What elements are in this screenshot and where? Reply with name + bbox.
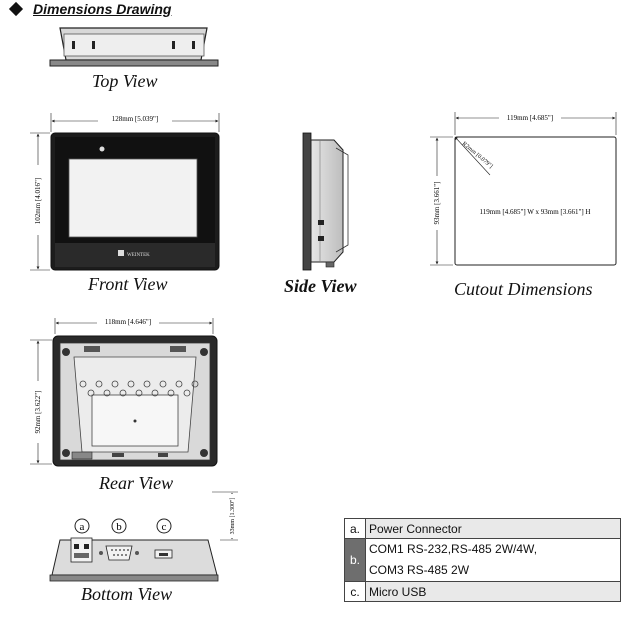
- cutout-center-label: 119mm [4.685"] W x 93mm [3.661"] H: [480, 208, 591, 216]
- cutout-width-dimension: 119mm [4.685"]: [454, 112, 617, 135]
- bottom-view-drawing: [49, 537, 219, 582]
- bottom-view-caption: Bottom View: [81, 584, 173, 604]
- marker-c: c: [162, 521, 167, 533]
- legend-line: COM1 RS-232,RS-485 2W/4W,: [369, 542, 538, 556]
- cutout-drawing: R2mm [0.079"] 119mm [4.685"] W x 93mm [3…: [454, 136, 617, 266]
- marker-b: b: [116, 521, 122, 533]
- rear-width-dimension: 118mm [4.646"]: [54, 316, 214, 334]
- top-view-caption: Top View: [92, 71, 158, 91]
- rear-view-drawing: [52, 335, 218, 467]
- front-width-dimension: 128mm [5.039"]: [50, 113, 220, 132]
- page-title: Dimensions Drawing: [33, 1, 172, 17]
- port-legend-table: a. Power Connector b. COM1 RS-232,RS-485…: [344, 518, 621, 602]
- bottom-depth-label: 33mm [1.300"]: [230, 498, 236, 535]
- legend-key: b.: [344, 538, 366, 582]
- cutout-caption: Cutout Dimensions: [454, 279, 593, 299]
- front-view-caption: Front View: [88, 274, 168, 294]
- legend-value: Power Connector: [365, 518, 621, 539]
- front-height-dimension: 102mm [4.016"]: [30, 132, 50, 271]
- front-logo-text: WEINTEK: [127, 253, 150, 258]
- front-view-drawing: WEINTEK: [50, 132, 220, 271]
- rear-height-label: 92mm [3.622"]: [34, 391, 42, 434]
- legend-row-a: a. Power Connector: [344, 518, 621, 539]
- top-view-drawing: [49, 27, 219, 67]
- legend-row-c: c. Micro USB: [344, 581, 621, 602]
- rear-view-caption: Rear View: [99, 473, 174, 493]
- section-header: Dimensions Drawing: [8, 0, 171, 18]
- rear-width-label: 118mm [4.646"]: [105, 318, 151, 326]
- cutout-height-dimension: 93mm [3.661"]: [430, 136, 453, 266]
- cutout-width-label: 119mm [4.685"]: [507, 114, 553, 122]
- legend-key: a.: [344, 518, 366, 539]
- legend-key: c.: [344, 581, 366, 602]
- front-width-label: 128mm [5.039"]: [112, 115, 158, 123]
- legend-value: Micro USB: [365, 581, 621, 602]
- legend-row-b: b. COM1 RS-232,RS-485 2W/4W, COM3 RS-485…: [344, 538, 621, 582]
- rear-height-dimension: 92mm [3.622"]: [30, 339, 52, 465]
- legend-line: COM3 RS-485 2W: [369, 563, 470, 577]
- legend-value: COM1 RS-232,RS-485 2W/4W, COM3 RS-485 2W: [365, 538, 621, 582]
- bottom-markers: a b c: [74, 518, 172, 534]
- side-view-caption: Side View: [284, 276, 357, 296]
- bottom-depth-dimension: 33mm [1.300"]: [212, 491, 238, 541]
- side-view-drawing: [302, 132, 349, 271]
- marker-a: a: [80, 521, 85, 533]
- cutout-height-label: 93mm [3.661"]: [433, 182, 441, 225]
- front-height-label: 102mm [4.016"]: [34, 178, 42, 224]
